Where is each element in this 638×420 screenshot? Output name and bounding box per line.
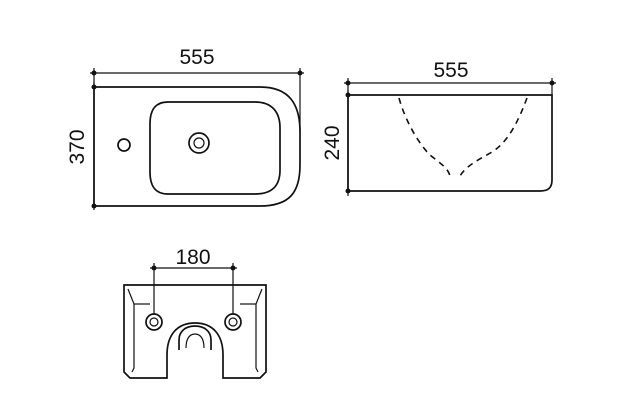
rear-view-outline	[123, 284, 267, 379]
top-view-outline	[93, 86, 301, 207]
top-depth-dimension: 370	[66, 82, 97, 210]
top-width-label: 555	[179, 46, 214, 69]
fixing-hole-left-inner	[149, 317, 159, 327]
rear-waste-outlet	[178, 325, 212, 350]
bowl-outline	[149, 101, 281, 195]
rear-inner-left	[127, 288, 135, 373]
top-view	[93, 86, 301, 207]
side-view-outline	[347, 94, 553, 192]
tap-hole	[117, 138, 131, 152]
fixing-hole-right-outer	[224, 313, 242, 331]
side-view	[347, 94, 553, 192]
side-width-label: 555	[433, 59, 468, 82]
side-height-dimension: 240	[321, 90, 351, 196]
rear-waste-pipe	[185, 333, 205, 349]
fixing-hole-right-inner	[228, 317, 238, 327]
rear-inner-right	[255, 288, 263, 373]
rear-spacing-label: 180	[175, 246, 210, 269]
side-height-label: 240	[321, 125, 344, 160]
side-width-dimension: 555	[344, 59, 556, 95]
side-bowl-right-hidden	[459, 97, 528, 177]
top-width-dimension: 555	[90, 46, 304, 132]
rear-spacing-dimension: 180	[150, 246, 237, 314]
rear-view	[123, 284, 267, 379]
drain-outer	[188, 132, 210, 154]
fixing-hole-left-outer	[145, 313, 163, 331]
drain-inner	[193, 137, 205, 149]
top-depth-label: 370	[66, 129, 89, 164]
side-bowl-left-hidden	[398, 97, 451, 177]
